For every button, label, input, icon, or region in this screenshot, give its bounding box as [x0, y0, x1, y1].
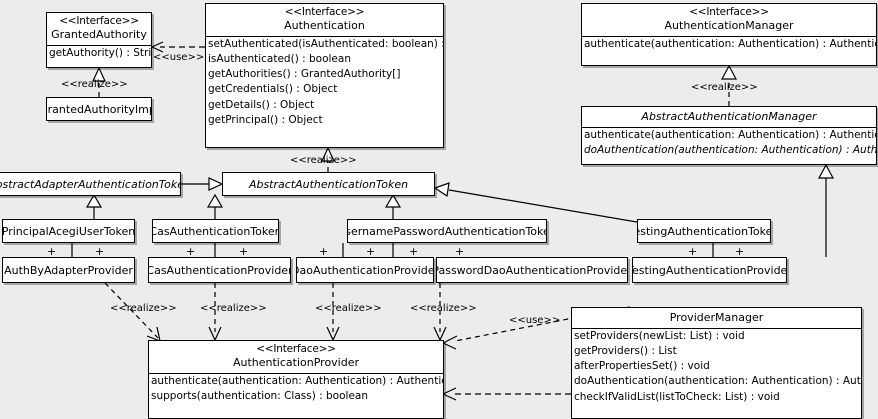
class-provider-manager[interactable]: ProviderManager setProviders(newList: Li…: [571, 307, 862, 419]
member-item: getDetails() : Object: [208, 98, 315, 111]
member-item: authenticate(authentication: Authenticat…: [151, 374, 444, 387]
section-divider: [149, 372, 443, 374]
class-header: <<Interface>> AuthenticationManager: [582, 4, 876, 36]
association-plus: +: [47, 245, 57, 258]
relationship-label-realize-casauthenticationprovider: <<realize>>: [200, 303, 267, 314]
class-name: TestingAuthenticationToken: [638, 224, 770, 238]
member-item: getAuthority() : String: [49, 46, 152, 59]
stereotype-label: <<Interface>>: [256, 343, 336, 355]
class-header: <<Interface>> Authentication: [206, 4, 443, 36]
member-item: getPrincipal() : Object: [208, 113, 323, 126]
association-plus: +: [455, 245, 465, 258]
relationship-label-use-authentication-grantedauthority: <<use>>: [153, 52, 205, 63]
class-name: DaoAuthenticationProvider: [296, 263, 434, 277]
member-item: supports(authentication: Class) : boolea…: [151, 390, 368, 403]
relationship-label-realize-abstractauthenticationtoken: <<realize>>: [290, 155, 357, 166]
class-name: UsernamePasswordAuthenticationToken: [347, 224, 547, 238]
class-name: AuthenticationProvider: [232, 356, 360, 370]
class-testing-authentication-provider[interactable]: TestingAuthenticationProvider: [632, 257, 787, 283]
association-plus: +: [95, 245, 105, 258]
class-granted-authority-impl[interactable]: GrantedAuthorityImpl: [46, 97, 152, 121]
class-authentication[interactable]: <<Interface>> Authentication setAuthenti…: [205, 3, 444, 148]
association-plus: +: [366, 245, 376, 258]
stereotype-label: <<Interface>>: [689, 6, 769, 18]
class-dao-authentication-provider[interactable]: DaoAuthenticationProvider: [296, 257, 434, 283]
stereotype-label: <<Interface>>: [59, 15, 139, 27]
class-username-password-authentication-token[interactable]: UsernamePasswordAuthenticationToken: [347, 219, 547, 243]
class-name: AuthByAdapterProvider: [4, 263, 133, 277]
class-name: AbstractAuthenticationToken: [248, 177, 409, 191]
association-plus: +: [688, 245, 698, 258]
member-item: doAuthentication(authentication: Authent…: [574, 375, 861, 388]
relationship-label-realize-grantedauthorityimpl: <<realize>>: [61, 79, 128, 90]
relationship-label-realize-providermanager: <<use>>: [509, 315, 561, 326]
class-cas-authentication-token[interactable]: CasAuthenticationToken: [152, 219, 279, 243]
class-name: GrantedAuthorityImpl: [47, 102, 151, 116]
member-item: getProviders() : List: [574, 344, 677, 357]
class-header: <<Interface>> GrantedAuthority: [47, 13, 151, 45]
association-plus: +: [735, 245, 745, 258]
class-header: <<Interface>> AuthenticationProvider: [149, 341, 443, 373]
member-item: getCredentials() : Object: [208, 83, 338, 96]
class-name: PrincipalAcegiUserToken: [2, 224, 135, 238]
class-name: PasswordDaoAuthenticationProvider: [436, 263, 628, 277]
class-name: GrantedAuthority: [51, 28, 147, 42]
relationship-label-realize-abstractauthenticationmanager: <<realize>>: [691, 82, 758, 93]
class-name: CasAuthenticationToken: [152, 224, 279, 238]
member-item: authenticate(authentication: Authenticat…: [584, 37, 877, 50]
class-principal-acegi-user-token[interactable]: PrincipalAcegiUserToken: [2, 219, 135, 243]
class-name: AbstractAuthenticationManager: [641, 110, 817, 123]
section-divider: [582, 126, 876, 128]
member-item: afterPropertiesSet() : void: [574, 360, 710, 373]
class-auth-by-adapter-provider[interactable]: AuthByAdapterProvider: [2, 257, 135, 283]
class-password-dao-authentication-provider[interactable]: PasswordDaoAuthenticationProvider: [436, 257, 628, 283]
member-item: checkIfValidList(listToCheck: List) : vo…: [574, 390, 780, 403]
relationship-label-realize-authbyadapterprovider: <<realize>>: [110, 303, 177, 314]
member-list: authenticate(authentication: Authenticat…: [149, 374, 443, 404]
class-header: AbstractAuthenticationManager: [582, 107, 876, 127]
class-header: ProviderManager: [572, 308, 861, 328]
class-name: TestingAuthenticationProvider: [632, 263, 787, 277]
section-divider: [572, 327, 861, 329]
class-name: AuthenticationManager: [664, 19, 794, 33]
class-abstract-authentication-token[interactable]: AbstractAuthenticationToken: [222, 172, 435, 196]
class-name: Authentication: [284, 19, 365, 33]
association-plus: +: [186, 245, 196, 258]
member-item: authenticate(authentication: Authenticat…: [584, 128, 877, 141]
class-abstract-adapter-authentication-token[interactable]: AbstractAdapterAuthenticationToken: [0, 172, 181, 196]
member-list: getAuthority() : String: [47, 46, 151, 61]
class-abstract-authentication-manager[interactable]: AbstractAuthenticationManager authentica…: [581, 106, 877, 165]
class-authentication-manager[interactable]: <<Interface>> AuthenticationManager auth…: [581, 3, 877, 66]
member-list: setProviders(newList: List) : void getPr…: [572, 329, 861, 405]
association-plus: +: [409, 245, 419, 258]
association-plus: +: [239, 245, 249, 258]
stereotype-label: <<Interface>>: [284, 6, 365, 18]
class-authentication-provider[interactable]: <<Interface>> AuthenticationProvider aut…: [148, 340, 444, 419]
member-list: authenticate(authentication: Authenticat…: [582, 128, 876, 158]
member-list: authenticate(authentication: Authenticat…: [582, 37, 876, 52]
class-granted-authority[interactable]: <<Interface>> GrantedAuthority getAuthor…: [46, 12, 152, 68]
class-name: CasAuthenticationProvider: [148, 263, 291, 277]
member-item: doAuthentication(authentication: Authent…: [584, 143, 877, 156]
section-divider: [206, 35, 443, 37]
relationship-label-realize-daoauthenticationprovider: <<realize>>: [315, 303, 382, 314]
section-divider: [582, 35, 876, 37]
class-testing-authentication-token[interactable]: TestingAuthenticationToken: [637, 219, 771, 243]
member-item: setAuthenticated(isAuthenticated: boolea…: [208, 37, 443, 50]
class-name: ProviderManager: [669, 311, 764, 324]
member-list: setAuthenticated(isAuthenticated: boolea…: [206, 37, 443, 128]
member-item: getAuthorities() : GrantedAuthority[]: [208, 68, 401, 81]
member-item: setProviders(newList: List) : void: [574, 329, 745, 342]
member-item: isAuthenticated() : boolean: [208, 53, 351, 66]
section-divider: [47, 44, 151, 46]
relationship-label-realize-passworddaoauthenticationprovider: <<realize>>: [410, 303, 477, 314]
class-name: AbstractAdapterAuthenticationToken: [0, 177, 180, 191]
class-cas-authentication-provider[interactable]: CasAuthenticationProvider: [148, 257, 291, 283]
association-plus: +: [319, 245, 329, 258]
